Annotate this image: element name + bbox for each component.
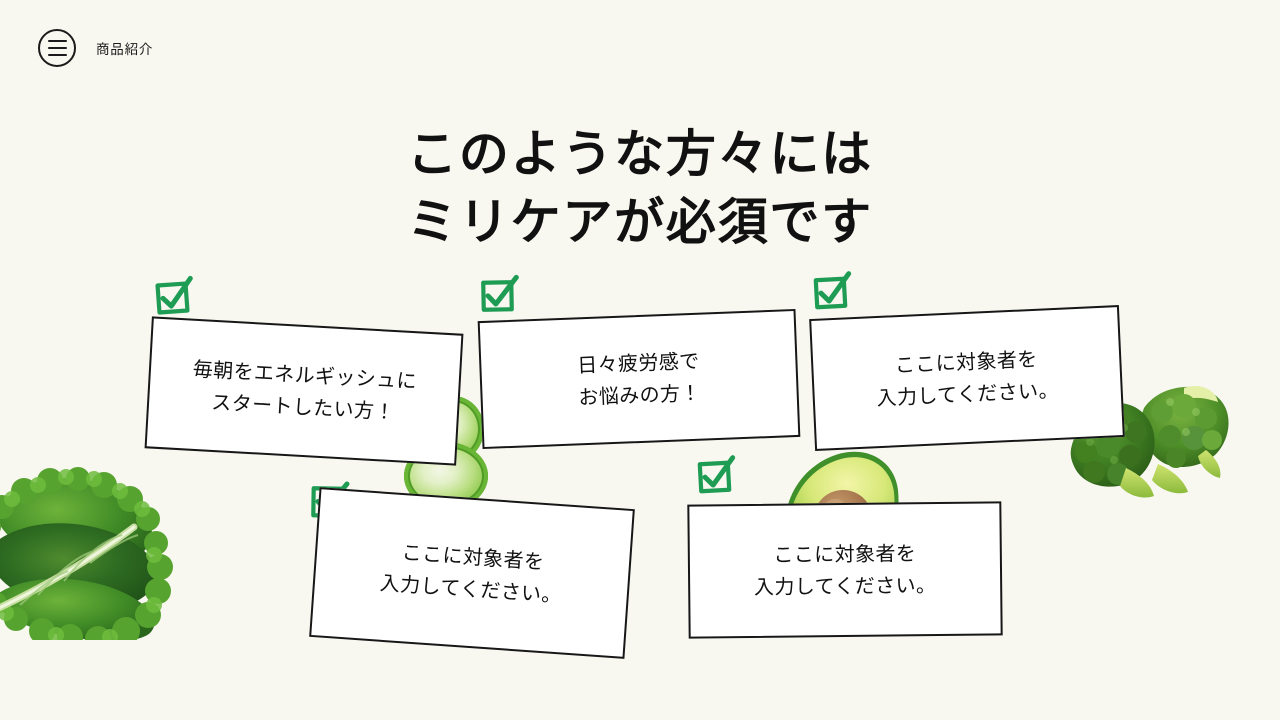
target-card-text: 毎朝をエネルギッシュに スタートしたい方！ [192, 356, 418, 425]
page-title: このような方々には ミリケアが必須です [0, 120, 1280, 256]
page-title-line-2: ミリケアが必須です [407, 192, 873, 251]
checkbox-checked-icon[interactable] [477, 274, 520, 318]
target-card[interactable]: 日々疲労感で お悩みの方！ [477, 308, 801, 450]
slide-header: 商品紹介 [0, 0, 1280, 96]
target-card[interactable]: ここに対象者を 入力してください。 [309, 487, 635, 659]
menu-bar-2 [47, 47, 67, 49]
target-card[interactable]: 毎朝をエネルギッシュに スタートしたい方！ [144, 316, 464, 466]
target-card-text: ここに対象者を 入力してください。 [876, 346, 1060, 411]
checkbox-checked-icon[interactable] [810, 271, 853, 315]
target-card[interactable]: ここに対象者を 入力してください。 [809, 305, 1125, 451]
page-title-line-1: このような方々には [407, 124, 873, 183]
menu-bar-3 [47, 54, 67, 56]
target-card[interactable]: ここに対象者を 入力してください。 [687, 501, 1003, 639]
kale-leaf-image [0, 455, 192, 652]
broccoli-svg [1070, 385, 1229, 498]
target-card-text: 日々疲労感で お悩みの方！ [576, 348, 702, 410]
target-card-text: ここに対象者を 入力してください。 [753, 540, 937, 599]
broccoli-image [1066, 372, 1231, 522]
menu-bar-1 [47, 40, 67, 42]
header-title: 商品紹介 [96, 42, 154, 58]
checkbox-checked-icon[interactable] [694, 455, 737, 499]
checkbox-checked-icon[interactable] [151, 275, 194, 319]
hamburger-menu-icon[interactable] [38, 29, 76, 67]
target-card-text: ここに対象者を 入力してください。 [379, 539, 563, 608]
kale-svg [0, 467, 173, 652]
